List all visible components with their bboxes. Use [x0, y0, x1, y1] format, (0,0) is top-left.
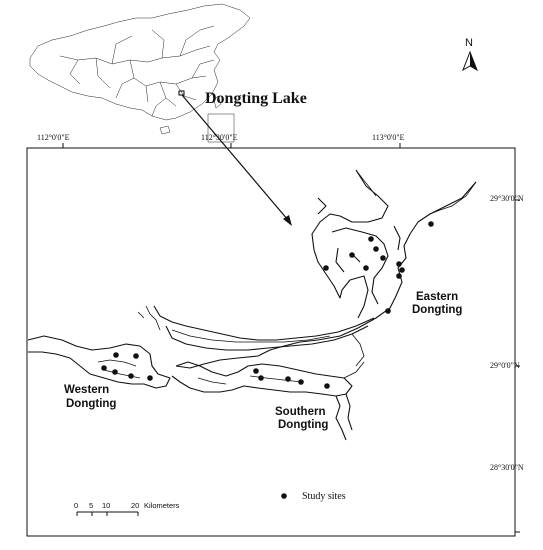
china-inset-map: Dongting Lake [29, 3, 307, 143]
study-site [112, 369, 118, 375]
eastern-lake-inner-shore [317, 197, 401, 305]
study-site [368, 236, 374, 242]
dongting-marker [178, 90, 185, 96]
southern-lake-inner [197, 375, 303, 385]
study-site [349, 252, 355, 258]
northwest-tributary [137, 305, 161, 331]
western-lake-outline [27, 335, 171, 389]
study-site [101, 365, 107, 371]
study-site [113, 352, 119, 358]
eastern-lake-outline [175, 169, 477, 369]
scale-bar: 0 5 10 20 Kilometers [74, 501, 180, 516]
lon-label-113-0: 113°0'0"E [372, 133, 405, 142]
south-china-sea-box [207, 113, 235, 143]
inset-label: Dongting Lake [205, 90, 307, 107]
china-province-lines [59, 25, 215, 117]
north-letter: N [465, 37, 473, 49]
scale-tick-20: 20 [131, 501, 139, 510]
xiang-river-north [343, 333, 365, 379]
study-site [399, 267, 405, 273]
study-site [385, 308, 391, 314]
lon-label-112-30: 112°30'0"E [201, 133, 238, 142]
southern-label-line1: Southern [275, 406, 325, 418]
study-site [324, 383, 330, 389]
study-site [258, 375, 264, 381]
study-site [128, 373, 134, 379]
central-river-south [165, 325, 369, 351]
dongting-lake-shorelines [27, 169, 477, 441]
study-site [373, 246, 379, 252]
western-label-line1: Western [64, 384, 109, 396]
study-site [396, 261, 402, 267]
study-site [380, 255, 386, 261]
scale-tick-10: 10 [102, 501, 110, 510]
taiwan-hainan [159, 95, 222, 135]
study-site [285, 376, 291, 382]
study-site [428, 221, 434, 227]
china-outline [29, 3, 251, 121]
legend-label: Study sites [302, 491, 346, 502]
north-arrow: N [462, 37, 478, 72]
legend: Study sites [281, 491, 346, 502]
northeast-channel [355, 169, 477, 215]
scale-tick-5: 5 [89, 501, 93, 510]
lat-label-29-0: 29°0'0"N [490, 361, 520, 370]
eastern-label-line1: Eastern [416, 291, 458, 303]
scale-tick-0: 0 [74, 501, 78, 510]
study-site [298, 379, 304, 385]
study-sites [101, 221, 434, 389]
study-site [253, 368, 259, 374]
legend-symbol [281, 493, 287, 499]
southern-label-line2: Dongting [278, 419, 328, 431]
study-site [147, 375, 153, 381]
study-site [396, 273, 402, 279]
southern-lake-outline [171, 361, 353, 397]
eastern-label-line2: Dongting [412, 304, 462, 316]
scale-unit: Kilometers [144, 501, 180, 510]
study-site [323, 265, 329, 271]
lon-label-112-0: 112°0'0"E [37, 133, 70, 142]
southern-river [335, 393, 353, 441]
study-site [133, 353, 139, 359]
map-frame [26, 147, 516, 537]
frame-ticks [62, 143, 520, 533]
lat-label-29-30: 29°30'0"N [490, 194, 524, 203]
central-river-north [153, 305, 375, 341]
study-site [363, 265, 369, 271]
western-label-line2: Dongting [66, 398, 116, 410]
central-river-inner [171, 329, 331, 343]
locator-arrow [181, 94, 292, 226]
lat-label-28-30: 28°30'0"N [490, 463, 524, 472]
